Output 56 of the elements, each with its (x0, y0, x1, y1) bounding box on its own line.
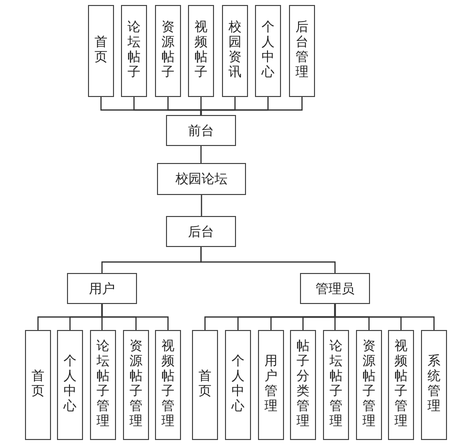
module-label: 帖子分类管理 (296, 340, 310, 430)
module-label: 校园论坛 (176, 171, 228, 188)
module-box (157, 163, 246, 195)
module-label: 个人中心 (232, 355, 244, 415)
connector-line (101, 304, 169, 330)
module-box (90, 330, 116, 440)
module-box (121, 5, 147, 97)
module-box (225, 330, 251, 440)
module-box (356, 330, 382, 440)
module-box (155, 5, 181, 97)
module-box (290, 330, 316, 440)
module-box (323, 330, 349, 440)
module-box (192, 330, 218, 440)
module-box (289, 5, 315, 97)
module-box (222, 5, 248, 97)
module-label: 论坛帖子管理 (330, 340, 342, 430)
module-label: 系统管理 (428, 355, 440, 415)
connector-line (200, 247, 336, 273)
module-label: 个人中心 (262, 21, 274, 81)
module-box (123, 330, 149, 440)
module-label: 视频帖子管理 (394, 340, 408, 430)
module-label: 视频帖子 (194, 21, 208, 81)
connector-line (334, 304, 435, 330)
module-label: 首页 (198, 370, 212, 400)
module-label: 后台 (188, 224, 214, 240)
connector-line (200, 195, 202, 216)
module-box (300, 273, 370, 304)
module-label: 个人中心 (64, 355, 76, 415)
connector-line (200, 97, 303, 115)
module-label: 首页 (94, 36, 108, 66)
module-box (67, 273, 137, 304)
module-label: 用户管理 (264, 355, 278, 415)
module-box (57, 330, 83, 440)
module-label: 资源帖子 (162, 21, 174, 81)
module-label: 资源帖子管理 (130, 340, 142, 430)
module-box (421, 330, 447, 440)
module-box (258, 330, 284, 440)
module-box (188, 5, 214, 97)
module-box (388, 330, 414, 440)
module-box (166, 216, 236, 247)
module-label: 校园资讯 (228, 21, 242, 81)
module-box (166, 115, 236, 146)
module-box (25, 330, 51, 440)
module-label: 管理员 (316, 280, 354, 298)
module-label: 论坛帖子 (128, 21, 140, 81)
module-box (255, 5, 281, 97)
module-label: 视频帖子管理 (162, 340, 174, 430)
module-label: 前台 (188, 122, 214, 140)
module-box (155, 330, 181, 440)
module-box (88, 5, 114, 97)
connector-line (200, 146, 202, 163)
module-label: 论坛帖子管理 (96, 340, 110, 430)
module-label: 后台管理 (296, 21, 308, 81)
module-label: 资源帖子管理 (362, 340, 376, 430)
module-label: 用户 (89, 280, 115, 298)
module-label: 首页 (32, 370, 44, 400)
